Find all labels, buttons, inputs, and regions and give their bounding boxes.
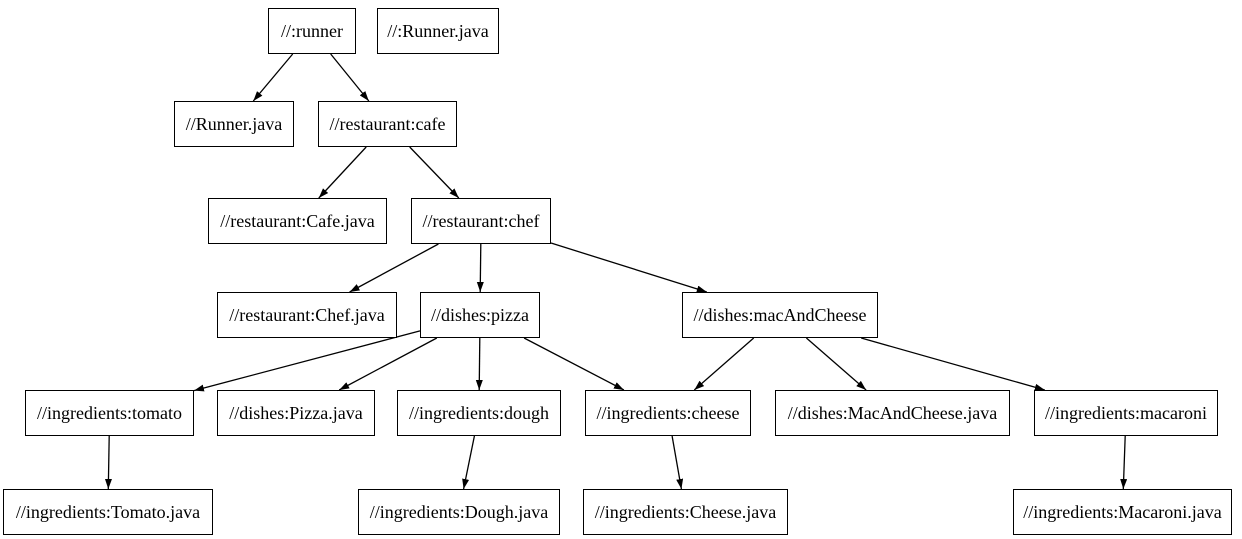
node-label: //ingredients:Tomato.java bbox=[15, 502, 201, 522]
node-label: //restaurant:Chef.java bbox=[229, 305, 385, 325]
edge-runner-to-cafe bbox=[330, 53, 370, 102]
graph-node-cheese_java: //ingredients:Cheese.java bbox=[583, 489, 788, 535]
edge-chef-to-pizza bbox=[476, 243, 484, 293]
edge-cafe-to-cafe_java bbox=[318, 146, 367, 199]
node-label: //:Runner.java bbox=[387, 21, 489, 41]
graph-node-dough: //ingredients:dough bbox=[397, 390, 561, 436]
node-label: //dishes:macAndCheese bbox=[693, 305, 867, 325]
graph-node-cafe: //restaurant:cafe bbox=[318, 101, 457, 147]
graph-node-mac_and_cheese: //dishes:macAndCheese bbox=[682, 292, 878, 338]
edge-mac_and_cheese-to-cheese bbox=[693, 337, 755, 391]
node-label: //Runner.java bbox=[185, 114, 283, 134]
edge-chef-to-chef_java bbox=[349, 243, 439, 293]
edge-runner-to-runner_java bbox=[252, 53, 294, 102]
node-label: //ingredients:macaroni bbox=[1045, 403, 1207, 423]
graph-node-macaroni_java: //ingredients:Macaroni.java bbox=[1013, 489, 1232, 535]
node-label: //ingredients:dough bbox=[409, 403, 549, 423]
edge-chef-to-mac_and_cheese bbox=[550, 242, 707, 293]
edge-cafe-to-chef bbox=[409, 146, 460, 199]
edge-pizza-to-dough bbox=[475, 337, 483, 391]
node-label: //:runner bbox=[281, 21, 343, 41]
edge-tomato-to-tomato_java bbox=[104, 435, 112, 490]
node-label: //dishes:MacAndCheese.java bbox=[787, 403, 998, 423]
node-label: //dishes:Pizza.java bbox=[229, 403, 363, 423]
node-label: //restaurant:chef bbox=[422, 211, 540, 231]
graph-node-dough_java: //ingredients:Dough.java bbox=[358, 489, 560, 535]
edge-cheese-to-cheese_java bbox=[671, 435, 684, 490]
edge-macaroni-to-macaroni_java bbox=[1120, 435, 1128, 490]
graph-node-tomato: //ingredients:tomato bbox=[25, 390, 194, 436]
graph-node-mac_java: //dishes:MacAndCheese.java bbox=[775, 390, 1010, 436]
edge-pizza-to-tomato bbox=[193, 330, 421, 392]
graph-node-pizza_java: //dishes:Pizza.java bbox=[217, 390, 375, 436]
edge-mac_and_cheese-to-mac_java bbox=[805, 337, 867, 391]
graph-node-runner: //:runner bbox=[268, 8, 356, 54]
edge-pizza-to-cheese bbox=[523, 337, 625, 391]
graph-node-cafe_java: //restaurant:Cafe.java bbox=[208, 198, 387, 244]
node-label: //ingredients:Macaroni.java bbox=[1023, 502, 1222, 522]
node-label: //ingredients:cheese bbox=[596, 403, 740, 423]
graph-node-runner_java_target: //:Runner.java bbox=[377, 8, 499, 54]
node-label: //ingredients:Cheese.java bbox=[594, 502, 777, 522]
node-label: //restaurant:cafe bbox=[329, 114, 446, 134]
node-label: //ingredients:tomato bbox=[37, 403, 182, 423]
graph-node-chef: //restaurant:chef bbox=[411, 198, 551, 244]
graph-node-runner_java: //Runner.java bbox=[174, 101, 294, 147]
edge-mac_and_cheese-to-macaroni bbox=[861, 337, 1045, 391]
graph-node-cheese: //ingredients:cheese bbox=[585, 390, 751, 436]
graph-node-chef_java: //restaurant:Chef.java bbox=[217, 292, 397, 338]
node-label: //restaurant:Cafe.java bbox=[220, 211, 375, 231]
graph-node-pizza: //dishes:pizza bbox=[420, 292, 540, 338]
node-label: //dishes:pizza bbox=[431, 305, 529, 325]
edge-pizza-to-pizza_java bbox=[338, 337, 438, 391]
graph-node-tomato_java: //ingredients:Tomato.java bbox=[3, 489, 213, 535]
edge-group bbox=[104, 53, 1128, 490]
edge-dough-to-dough_java bbox=[462, 435, 476, 490]
node-label: //ingredients:Dough.java bbox=[369, 502, 549, 522]
graph-node-macaroni: //ingredients:macaroni bbox=[1034, 390, 1218, 436]
